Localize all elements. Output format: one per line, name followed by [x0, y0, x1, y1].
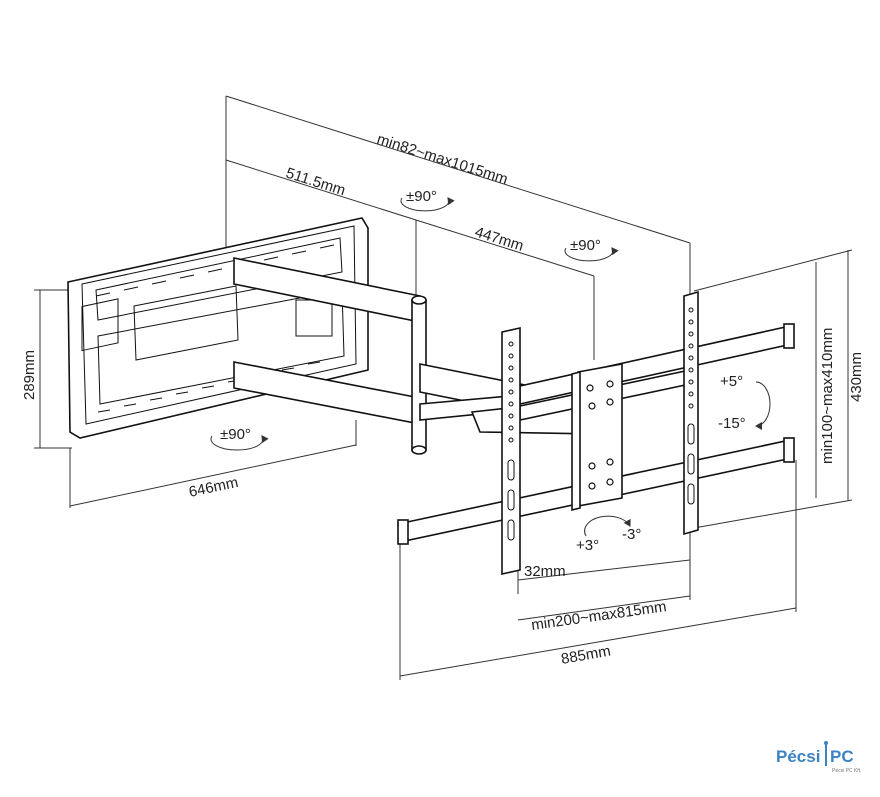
bar-width-label: 32mm [524, 563, 566, 580]
wall-plate-width-label: 646mm [187, 474, 239, 501]
rotation-arrows [210, 197, 771, 537]
level-plus-label: +3° [576, 537, 599, 554]
swivel-top-right-label: ±90° [570, 237, 601, 254]
brand-logo-right: PC [830, 747, 854, 766]
vesa-width-label: min200~max815mm [530, 598, 667, 634]
vesa-height-label: min100~max410mm [819, 328, 836, 464]
tv-bracket [397, 290, 795, 575]
tilt-up-label: +5° [720, 373, 743, 390]
wall-plate-height-label: 289mm [21, 350, 38, 400]
overall-depth-label: min82~max1015mm [375, 131, 510, 188]
level-minus-label: -3° [622, 526, 641, 543]
dimension-lines [34, 95, 853, 680]
arm2-length-label: 447mm [473, 224, 526, 255]
upper-arm [233, 257, 427, 455]
swivel-wall-label: ±90° [220, 426, 251, 443]
brand-logo-left: Pécsi [776, 747, 820, 766]
bracket-height-label: 430mm [848, 352, 865, 402]
brand-tagline: Pécsi PC Kft. [832, 768, 861, 774]
rail-width-label: 885mm [560, 643, 612, 668]
swivel-top-left-label: ±90° [406, 188, 437, 205]
tilt-down-label: -15° [718, 415, 746, 432]
brand-logo: Pécsi PC Pécsi PC Kft. [776, 741, 861, 774]
arm1-length-label: 511.5mm [284, 165, 348, 200]
